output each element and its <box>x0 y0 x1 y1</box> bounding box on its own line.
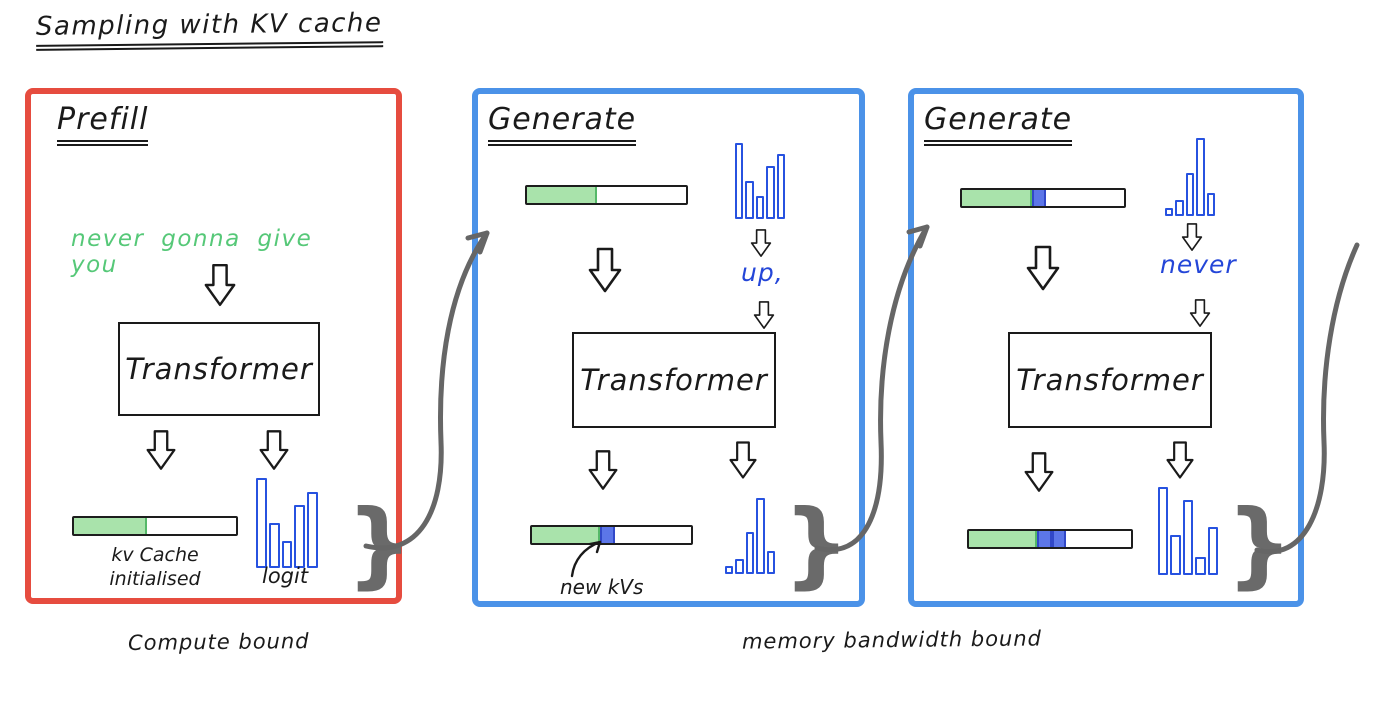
logit-histogram <box>1165 138 1216 216</box>
kv-cache-label: kv Cache initialised <box>109 544 201 590</box>
prefill-panel: Prefill never gonna give you Transformer… <box>25 88 402 604</box>
diagram-title-text: Sampling with KV cache <box>35 8 383 47</box>
down-arrow-icon <box>752 300 776 330</box>
down-arrow-icon <box>728 438 758 482</box>
memory-bound-caption: memory bandwidth bound <box>741 626 1043 654</box>
logit-histogram <box>1158 487 1219 575</box>
sampled-token: up, <box>741 258 784 287</box>
brace-icon: } <box>783 490 850 599</box>
kv-cache-bar <box>960 188 1126 208</box>
kv-cache-bar <box>530 525 693 545</box>
transformer-box: Transformer <box>572 332 776 428</box>
logit-histogram <box>256 478 318 568</box>
brace-icon: } <box>346 490 413 599</box>
new-kv-label: new kVs <box>560 575 644 599</box>
logit-histogram <box>725 498 776 574</box>
kv-cache-bar <box>525 185 688 205</box>
prefill-heading: Prefill <box>57 102 149 146</box>
kv-cache-bar <box>967 529 1133 549</box>
logit-label: logit <box>262 564 309 588</box>
down-arrow-icon <box>587 245 623 295</box>
down-arrow-icon <box>258 428 290 472</box>
generate-panel-2: Generate never Transformer <box>908 88 1304 607</box>
down-arrow-icon <box>1025 243 1061 293</box>
compute-bound-caption: Compute bound <box>127 629 310 655</box>
down-arrow-icon <box>749 228 773 258</box>
down-arrow-icon <box>1023 450 1055 494</box>
down-arrow-icon <box>1165 438 1195 482</box>
brace-icon: } <box>1226 490 1293 599</box>
down-arrow-icon <box>145 428 177 472</box>
diagram-title: Sampling with KV cache <box>35 8 383 51</box>
down-arrow-icon <box>587 448 619 492</box>
prompt-text: never gonna give you <box>71 226 313 278</box>
new-kv-pointer-arrow-icon <box>570 540 602 578</box>
down-arrow-icon <box>203 262 237 308</box>
kv-cache-bar <box>72 516 238 536</box>
transformer-box: Transformer <box>118 322 320 416</box>
generate-heading: Generate <box>488 102 637 146</box>
down-arrow-icon <box>1180 222 1204 252</box>
down-arrow-icon <box>1188 298 1212 328</box>
logit-histogram <box>735 143 786 219</box>
generate-heading: Generate <box>924 102 1073 146</box>
transformer-box: Transformer <box>1008 332 1212 428</box>
sampled-token: never <box>1160 250 1237 279</box>
